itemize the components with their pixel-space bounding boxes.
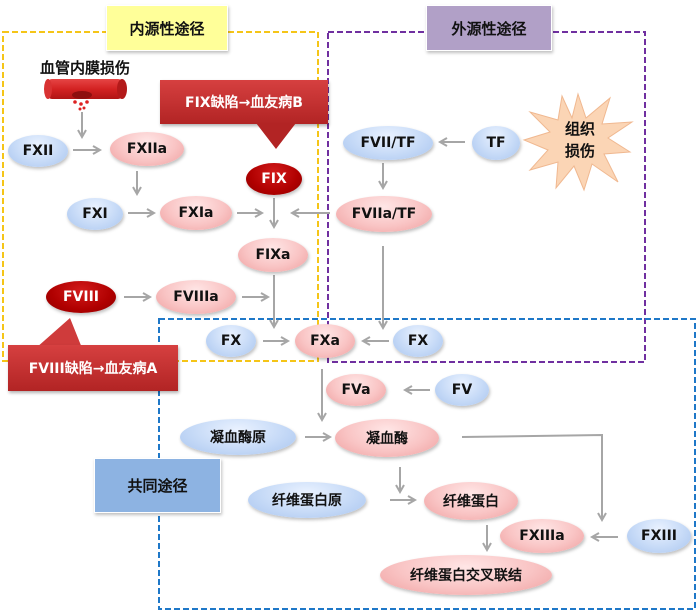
node-fxiia: FXIIa bbox=[110, 132, 184, 166]
node-fxa: FXa bbox=[295, 324, 355, 358]
tissue-injury-label-line1: 组织 bbox=[565, 120, 596, 138]
fix-callout-pointer bbox=[256, 123, 296, 149]
node-fx-left: FX bbox=[206, 325, 256, 357]
node-fxia: FXIa bbox=[160, 196, 232, 230]
fix-deficiency-text: FIX缺陷→血友病B bbox=[185, 95, 303, 111]
fviii-callout-pointer bbox=[36, 318, 82, 348]
tissue-injury-label-line2: 损伤 bbox=[565, 142, 596, 160]
common-pathway-title: 共同途径 bbox=[94, 458, 221, 513]
tissue-injury-starburst-icon bbox=[522, 92, 634, 192]
node-fva: FVa bbox=[326, 374, 386, 406]
node-fxii: FXII bbox=[8, 135, 68, 167]
node-crosslinked-fibrin: 纤维蛋白交叉联结 bbox=[380, 555, 552, 595]
node-thrombin: 凝血酶 bbox=[335, 419, 439, 457]
extrinsic-pathway-title: 外源性途径 bbox=[426, 5, 552, 51]
node-fx-right: FX bbox=[393, 325, 443, 357]
node-fixa: FIXa bbox=[238, 238, 308, 272]
arrow-thrombin-fxiiia bbox=[461, 433, 602, 520]
node-fviia-tf: FVIIa/TF bbox=[336, 196, 432, 232]
intrinsic-pathway-title: 内源性途径 bbox=[106, 5, 228, 51]
node-fv: FV bbox=[435, 374, 489, 406]
node-fibrinogen: 纤维蛋白原 bbox=[248, 482, 366, 518]
node-fxi: FXI bbox=[67, 198, 123, 230]
node-fviii: FVIII bbox=[46, 281, 116, 313]
node-fxiii: FXIII bbox=[627, 519, 691, 553]
node-fibrin: 纤维蛋白 bbox=[424, 482, 518, 520]
node-fxiiia: FXIIIa bbox=[500, 519, 584, 553]
vessel-injury-label: 血管内膜损伤 bbox=[40, 59, 131, 77]
node-tf: TF bbox=[472, 126, 520, 160]
node-fvii-tf: FVII/TF bbox=[343, 126, 433, 160]
fviii-deficiency-callout: FVIII缺陷→血友病A bbox=[8, 345, 178, 391]
node-prothrombin: 凝血酶原 bbox=[180, 419, 296, 455]
fix-deficiency-callout: FIX缺陷→血友病B bbox=[160, 80, 328, 124]
fviii-deficiency-text: FVIII缺陷→血友病A bbox=[28, 361, 158, 377]
blood-vessel-icon bbox=[44, 79, 127, 111]
node-fix: FIX bbox=[246, 163, 302, 195]
node-fviiia: FVIIIa bbox=[156, 280, 236, 314]
